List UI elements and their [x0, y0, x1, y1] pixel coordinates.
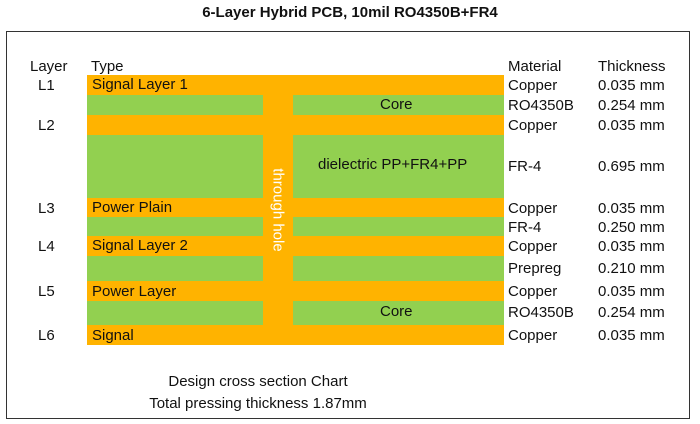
label-signal-bottom: Signal [92, 327, 134, 344]
thickness-b3: 0.035 mm [598, 117, 665, 134]
thickness-b7: 0.035 mm [598, 238, 665, 255]
band-prepreg [87, 256, 504, 281]
band-power-plain [87, 198, 504, 217]
thickness-b5: 0.035 mm [598, 200, 665, 217]
footer-line-1: Design cross section Chart [168, 373, 348, 390]
material-b2: RO4350B [508, 97, 574, 114]
material-b10: RO4350B [508, 304, 574, 321]
thickness-b8: 0.210 mm [598, 260, 665, 277]
header-type: Type [91, 58, 124, 75]
band-signal-layer-1 [87, 75, 504, 95]
through-hole-label: through hole [269, 168, 287, 252]
material-b6: FR-4 [508, 219, 542, 236]
layer-l4: L4 [38, 238, 55, 255]
label-core-top: Core [380, 96, 413, 113]
layer-l2: L2 [38, 117, 55, 134]
material-b3: Copper [508, 117, 558, 134]
label-dielectric: dielectric PP+FR4+PP [318, 156, 468, 173]
material-b11: Copper [508, 327, 558, 344]
layer-l1: L1 [38, 77, 55, 94]
footer-line-2: Total pressing thickness 1.87mm [149, 395, 367, 412]
band-core-top [87, 95, 504, 115]
layer-l3: L3 [38, 200, 55, 217]
band-copper-l2 [87, 115, 504, 135]
header-layer: Layer [30, 58, 68, 75]
material-b9: Copper [508, 283, 558, 300]
thickness-b4: 0.695 mm [598, 158, 665, 175]
thickness-b11: 0.035 mm [598, 327, 665, 344]
through-hole-via [263, 95, 293, 325]
layer-l5: L5 [38, 283, 55, 300]
material-b1: Copper [508, 77, 558, 94]
label-signal-layer-1: Signal Layer 1 [92, 76, 188, 93]
header-thickness: Thickness [598, 58, 666, 75]
thickness-b6: 0.250 mm [598, 219, 665, 236]
layer-l6: L6 [38, 327, 55, 344]
band-power-layer [87, 281, 504, 301]
diagram-title: 6-Layer Hybrid PCB, 10mil RO4350B+FR4 [202, 4, 498, 21]
band-signal-layer-2 [87, 236, 504, 256]
label-power-plain: Power Plain [92, 199, 173, 216]
band-core-bottom [87, 301, 504, 325]
label-core-bottom: Core [380, 303, 413, 320]
thickness-b10: 0.254 mm [598, 304, 665, 321]
band-dielectric [87, 135, 504, 198]
material-b4: FR-4 [508, 158, 542, 175]
thickness-b2: 0.254 mm [598, 97, 665, 114]
diagram-frame [6, 31, 690, 419]
material-b5: Copper [508, 200, 558, 217]
material-b7: Copper [508, 238, 558, 255]
band-fr4 [87, 217, 504, 236]
thickness-b9: 0.035 mm [598, 283, 665, 300]
header-material: Material [508, 58, 562, 75]
material-b8: Prepreg [508, 260, 562, 277]
label-power-layer: Power Layer [92, 283, 177, 300]
label-signal-layer-2: Signal Layer 2 [92, 237, 188, 254]
thickness-b1: 0.035 mm [598, 77, 665, 94]
band-signal-bottom [87, 325, 504, 345]
